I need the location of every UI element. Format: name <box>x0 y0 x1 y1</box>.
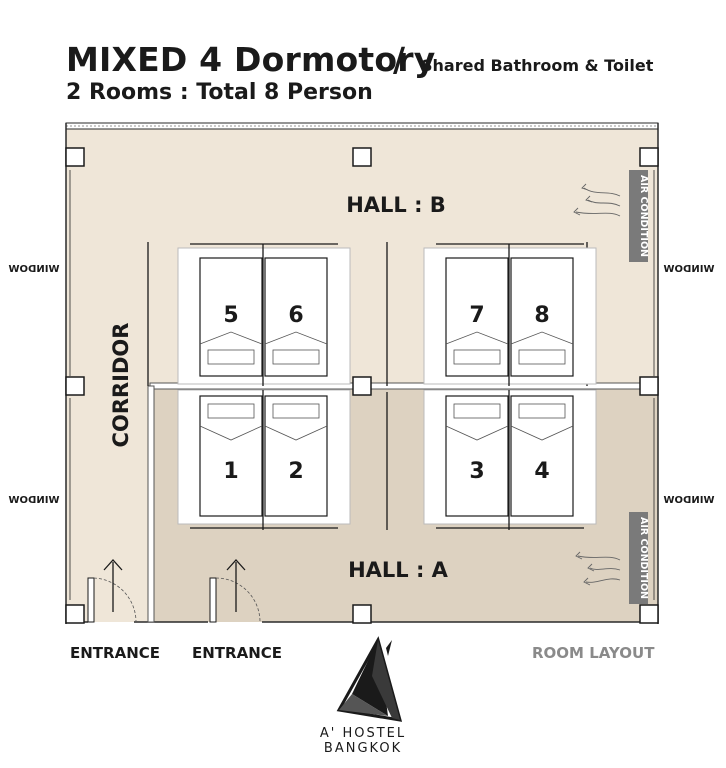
bed-block-b-left <box>177 243 351 386</box>
air-condition-label-b: AIR CONDITION <box>638 175 649 257</box>
room-capacity-line: 2 Rooms : Total 8 Person <box>66 80 373 105</box>
right-wall <box>653 123 659 624</box>
window-label-left-bottom: WINDOW <box>9 495 60 506</box>
airflow-arrows-a <box>575 551 621 586</box>
room-layout-label: ROOM LAYOUT <box>532 644 655 662</box>
bed-number-1: 1 <box>223 459 238 484</box>
hall-a-label: HALL : A <box>348 558 449 582</box>
entrance-label-right: ENTRANCE <box>192 644 282 662</box>
bed-block-a-right <box>423 389 597 530</box>
airflow-arrows-b <box>573 183 621 217</box>
page-title: MIXED 4 Dormotory <box>66 40 436 79</box>
bed-number-8: 8 <box>534 303 549 328</box>
hostel-logo <box>336 636 403 722</box>
window-label-left-top: WINDOW <box>9 264 60 275</box>
bed-number-4: 4 <box>534 459 549 484</box>
title-slash: / <box>393 40 406 79</box>
bed-number-3: 3 <box>469 459 484 484</box>
bed-block-b-right <box>423 243 597 386</box>
corridor-wall <box>147 385 155 623</box>
air-condition-unit-b: AIR CONDITION <box>629 170 649 262</box>
structural-columns <box>65 147 659 624</box>
bed-number-6: 6 <box>288 303 303 328</box>
entrance-label-left: ENTRANCE <box>70 644 160 662</box>
bed-block-a-left <box>177 389 351 530</box>
air-condition-label-a: AIR CONDITION <box>638 517 649 599</box>
bed-number-2: 2 <box>288 459 303 484</box>
entrance-door-left <box>87 559 137 623</box>
air-condition-unit-a: AIR CONDITION <box>629 512 649 604</box>
corridor-floor <box>66 386 150 622</box>
hall-b-label: HALL : B <box>346 193 446 217</box>
window-label-right-top: WINDOW <box>664 264 715 275</box>
corridor-label: CORRIDOR <box>109 323 133 448</box>
entrance-door-right <box>209 559 261 623</box>
bed-number-7: 7 <box>469 303 484 328</box>
left-wall <box>65 123 71 624</box>
window-label-right-bottom: WINDOW <box>664 495 715 506</box>
top-wall <box>65 122 659 130</box>
page-subtitle: Shared Bathroom & Toilet <box>421 56 654 75</box>
bed-number-5: 5 <box>223 303 238 328</box>
brand-city: BANGKOK <box>323 741 403 756</box>
brand-name: A' HOSTEL <box>319 726 407 741</box>
